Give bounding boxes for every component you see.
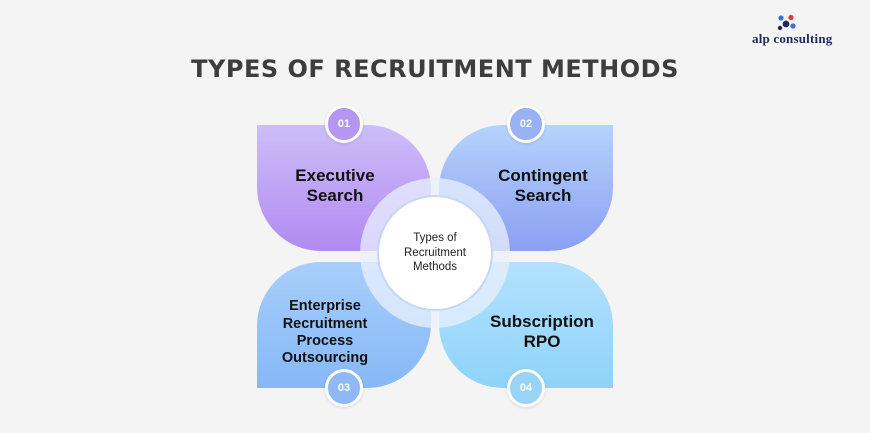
step-number-badge: 01 — [325, 105, 363, 143]
molecule-dots-icon — [777, 14, 796, 31]
center-label: Types of Recruitment Methods — [404, 232, 466, 274]
method-label: Subscription RPO — [490, 311, 594, 351]
step-number-badge: 04 — [507, 369, 545, 407]
alp-consulting-logo: alp consulting — [752, 14, 852, 48]
method-label: Enterprise Recruitment Process Outsourci… — [281, 298, 369, 367]
page-title: TYPES OF RECRUITMENT METHODS — [191, 55, 679, 83]
logo-text: alp consulting — [752, 31, 833, 46]
method-label: Executive Search — [295, 165, 375, 205]
center-hub: Types of Recruitment Methods — [377, 195, 493, 311]
step-number-badge: 02 — [507, 105, 545, 143]
step-number-badge: 03 — [325, 369, 363, 407]
method-label: Contingent Search — [498, 165, 588, 205]
